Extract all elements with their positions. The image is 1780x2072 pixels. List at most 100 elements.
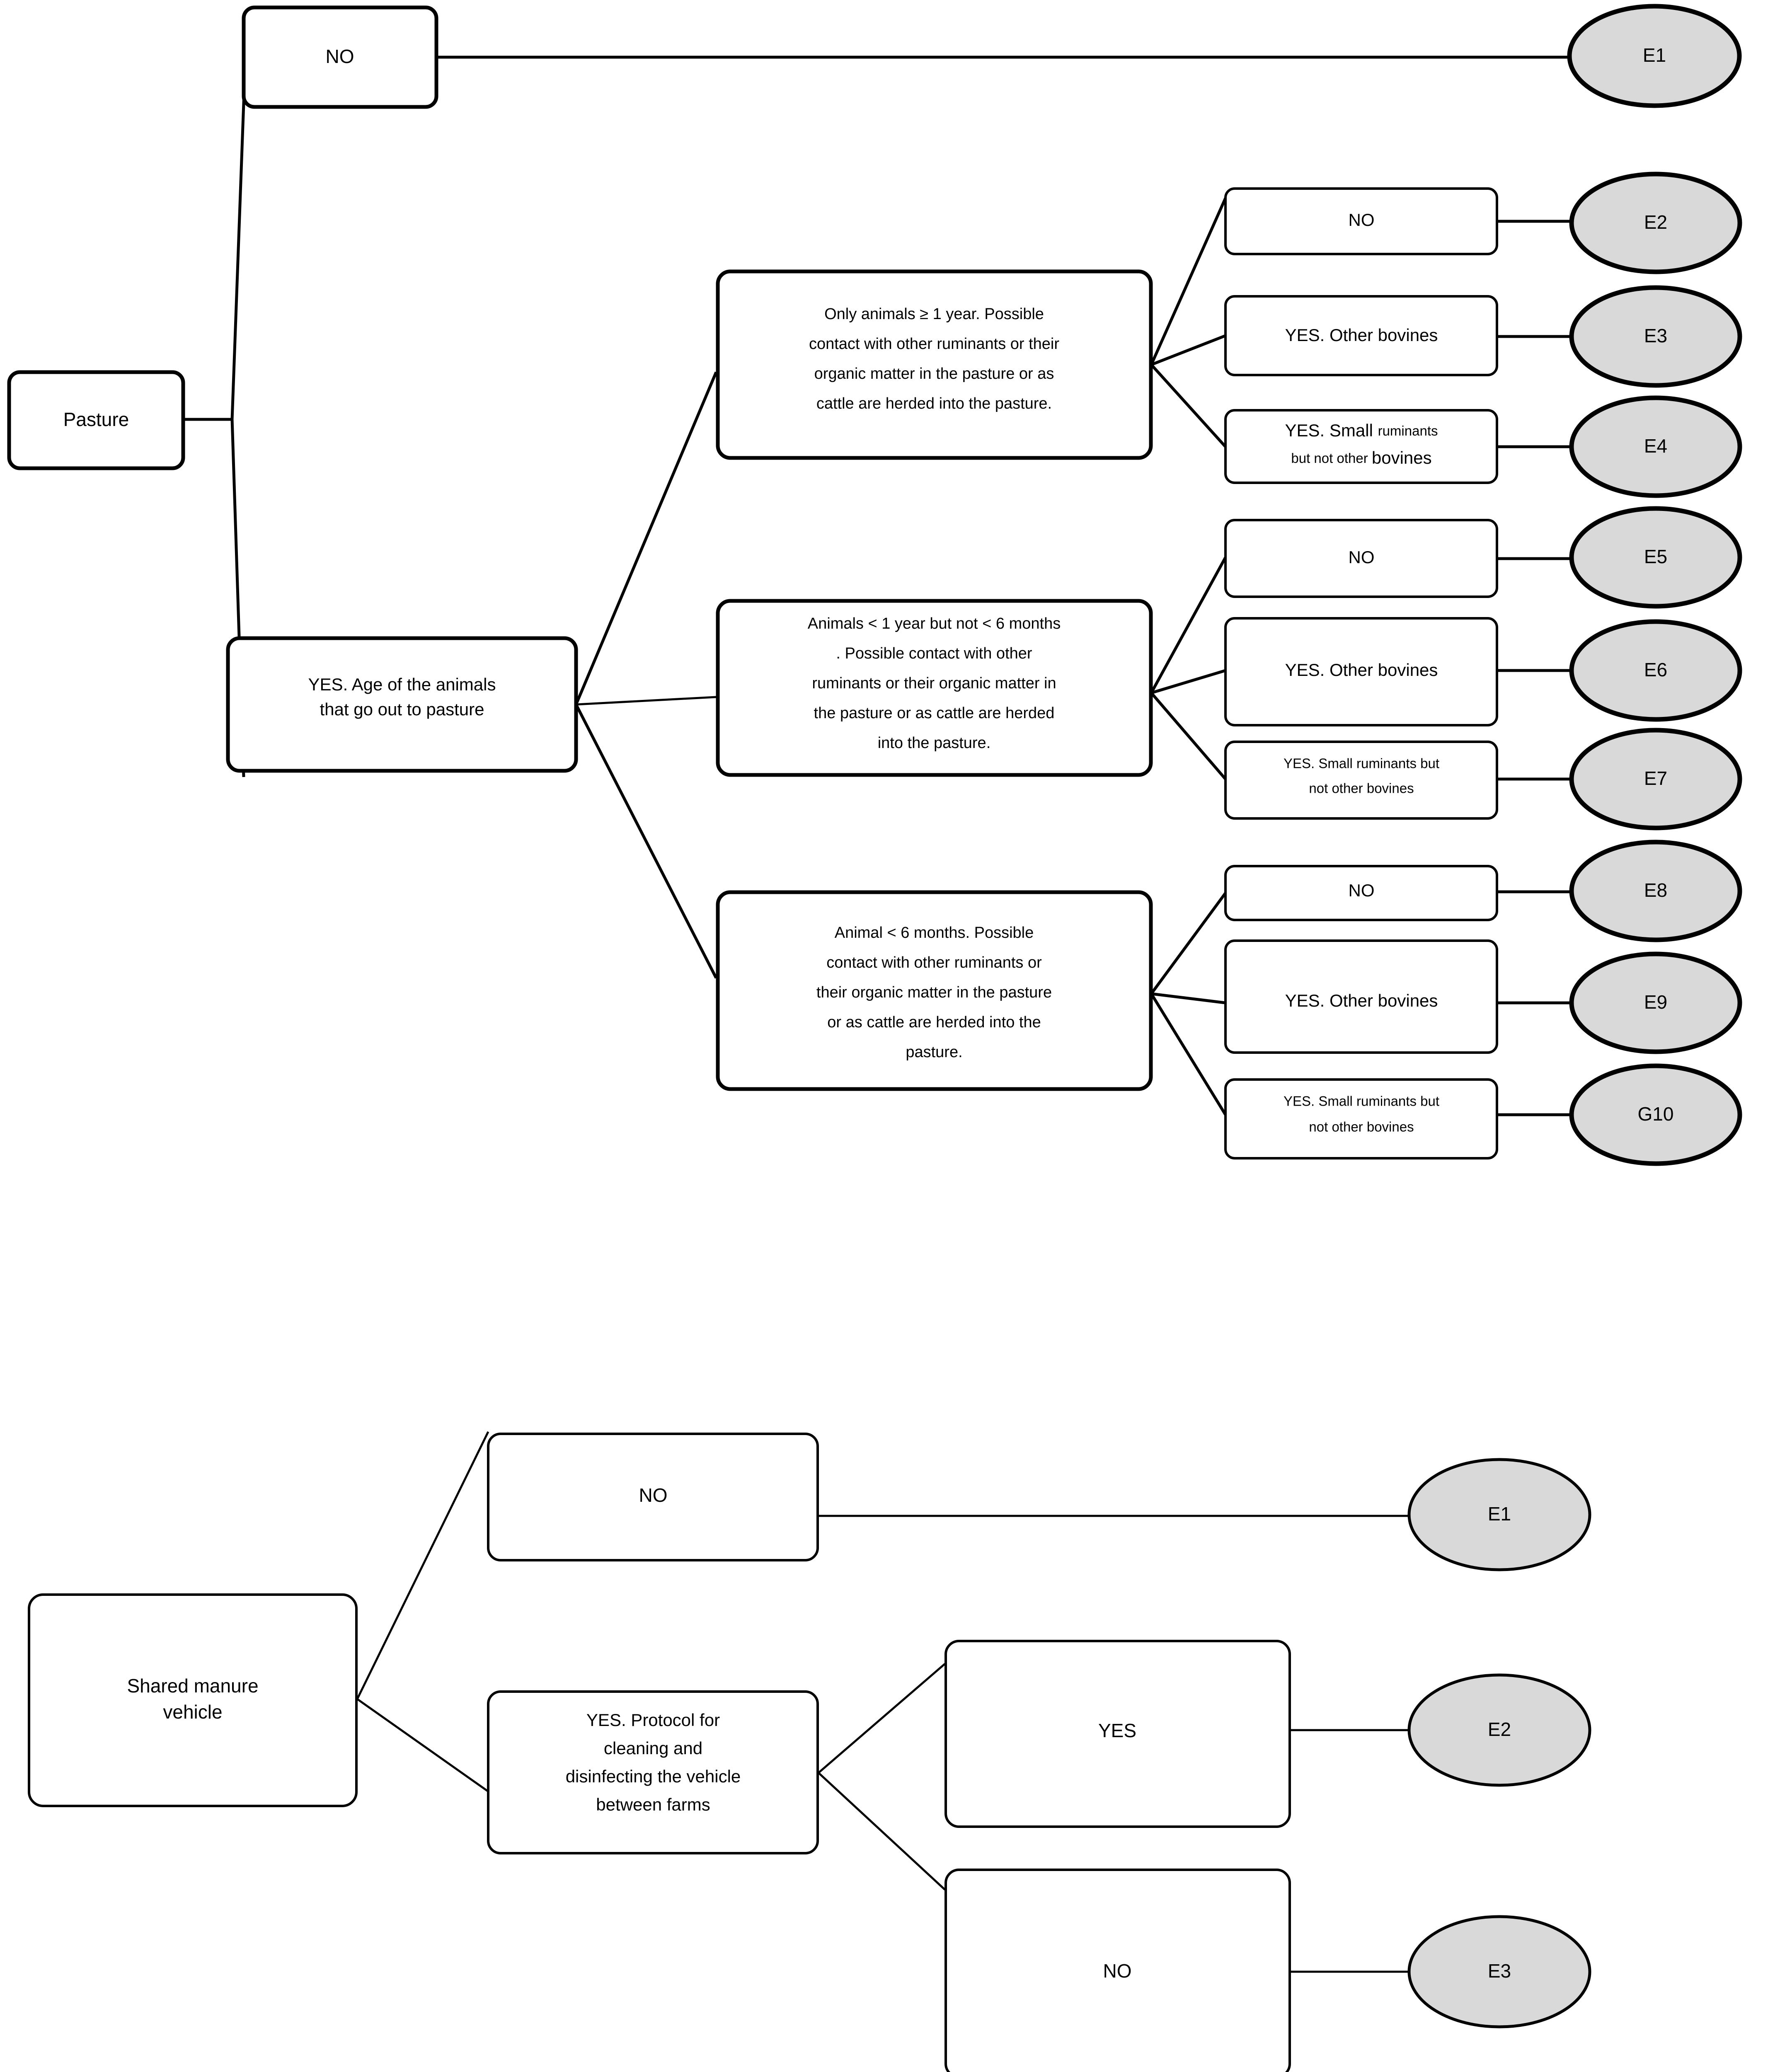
manure-sub-no-box[interactable]	[944, 1869, 1291, 2072]
node-age-lt6m[interactable]: Animal < 6 months. Possible contact with…	[716, 890, 1153, 1091]
age-ge1-box[interactable]	[716, 269, 1153, 460]
manure-yes-box[interactable]	[487, 1690, 819, 1854]
node-ans-3-bov[interactable]: YES. Other bovines	[1224, 939, 1498, 1054]
manure-e2-label: E2	[1488, 1719, 1511, 1740]
node-manure-sub-yes[interactable]: YES	[944, 1640, 1291, 1828]
e5-ellipse[interactable]	[1569, 506, 1742, 609]
e3-ellipse[interactable]	[1569, 285, 1742, 388]
edge-yes-to-age-lt6m	[574, 704, 718, 979]
manure-e2-ellipse[interactable]	[1407, 1673, 1591, 1787]
age-lt1-line-5: into the pasture.	[878, 734, 991, 752]
age-lt6m-line-3: their organic matter in the pasture	[816, 984, 1052, 1001]
edge-fork-no	[230, 58, 247, 420]
node-ans-1-bov[interactable]: YES. Other bovines	[1224, 295, 1498, 376]
ans-3-small-line-1: YES. Small ruminants but	[1284, 1094, 1439, 1109]
age-lt6m-line-2: contact with other ruminants or	[826, 954, 1042, 971]
edge-manure-to-no	[356, 1431, 489, 1700]
ans-3-no-label: NO	[1349, 881, 1375, 900]
e2-ellipse[interactable]	[1569, 172, 1742, 274]
manure-yes-line-4: between farms	[596, 1795, 710, 1814]
edge-lt6m-to-bov	[1151, 992, 1226, 1005]
outcome-e4[interactable]: E4	[1569, 395, 1742, 498]
node-ans-1-small[interactable]: YES. Small ruminants but not other bovin…	[1224, 409, 1498, 484]
age-lt1-line-4: the pasture or as cattle are herded	[814, 704, 1055, 722]
age-lt1-line-3: ruminants or their organic matter in	[812, 675, 1056, 692]
edge-yes-to-subno	[818, 1772, 946, 1890]
edge-yes-to-age-lt1	[576, 696, 717, 706]
age-lt6m-line-4: or as cattle are herded into the	[827, 1014, 1041, 1031]
manure-no-box[interactable]	[487, 1433, 819, 1561]
manure-section: Shared manure vehicle NO YES. Protocol f…	[28, 1431, 1591, 2072]
node-ans-3-small[interactable]: YES. Small ruminants but not other bovin…	[1224, 1078, 1498, 1159]
manure-root-line-2: vehicle	[163, 1701, 222, 1723]
pasture-yes-label-line2: that go out to pasture	[320, 700, 484, 719]
node-manure-root[interactable]: Shared manure vehicle	[28, 1593, 358, 1807]
node-ans-2-no[interactable]: NO	[1224, 519, 1498, 598]
e4-label: E4	[1644, 435, 1667, 457]
node-pasture-no[interactable]: NO	[242, 5, 438, 109]
edge-lt1-to-bov	[1150, 669, 1226, 695]
age-lt1-box[interactable]	[716, 599, 1153, 777]
age-lt6m-line-1: Animal < 6 months. Possible	[835, 924, 1034, 942]
ans-3-bov-box[interactable]	[1224, 939, 1498, 1054]
age-lt1-line-2: . Possible contact with other	[836, 645, 1032, 662]
outcome-e2[interactable]: E2	[1569, 172, 1742, 274]
outcome-e8[interactable]: E8	[1569, 840, 1742, 942]
node-manure-yes[interactable]: YES. Protocol for cleaning and disinfect…	[487, 1690, 819, 1854]
node-manure-no[interactable]: NO	[487, 1433, 819, 1561]
node-pasture-yes[interactable]: YES. Age of the animals that go out to p…	[226, 636, 578, 773]
ans-2-small-line-2: not other bovines	[1309, 781, 1414, 796]
outcome-e5[interactable]: E5	[1569, 506, 1742, 609]
e6-ellipse[interactable]	[1569, 619, 1742, 722]
pasture-yes-label-line1: YES. Age of the animals	[308, 675, 496, 694]
outcome-e7[interactable]: E7	[1569, 728, 1742, 830]
outcome-manure-e2[interactable]: E2	[1407, 1673, 1591, 1787]
outcome-g10[interactable]: G10	[1569, 1063, 1742, 1166]
pasture-section: Pasture NO YES. Age of the animals that …	[7, 4, 1742, 1166]
pasture-yes-fan-edges	[574, 371, 718, 979]
node-pasture-root[interactable]: Pasture	[7, 370, 185, 470]
ans-1-no-label: NO	[1349, 210, 1375, 230]
g10-ellipse[interactable]	[1569, 1063, 1742, 1166]
manure-e1-ellipse[interactable]	[1407, 1458, 1591, 1571]
manure-sub-yes-box[interactable]	[944, 1640, 1291, 1828]
manure-e1-label: E1	[1488, 1503, 1511, 1525]
node-ans-3-no[interactable]: NO	[1224, 865, 1498, 921]
e9-ellipse[interactable]	[1569, 951, 1742, 1054]
age-lt6m-box[interactable]	[716, 890, 1153, 1091]
node-ans-1-no[interactable]: NO	[1224, 187, 1498, 255]
outcome-manure-e3[interactable]: E3	[1407, 1915, 1591, 2028]
outcome-e3[interactable]: E3	[1569, 285, 1742, 388]
manure-yes-line-2: cleaning and	[604, 1738, 702, 1758]
manure-root-line-1: Shared manure	[127, 1675, 258, 1697]
e7-label: E7	[1644, 767, 1667, 789]
node-age-ge1[interactable]: Only animals ≥ 1 year. Possible contact …	[716, 269, 1153, 460]
pasture-root-box[interactable]	[7, 370, 185, 470]
age-lt1-fan-edges	[1150, 557, 1227, 780]
e4-ellipse[interactable]	[1569, 395, 1742, 498]
age-lt6m-line-5: pasture.	[906, 1043, 962, 1061]
ans-2-bov-label: YES. Other bovines	[1285, 660, 1438, 680]
manure-e3-ellipse[interactable]	[1407, 1915, 1591, 2028]
ans-1-small-line-1: YES. Small ruminants	[1285, 421, 1438, 440]
ans-3-small-box[interactable]	[1224, 1078, 1498, 1159]
e2-label: E2	[1644, 211, 1667, 233]
e6-label: E6	[1644, 659, 1667, 680]
e8-ellipse[interactable]	[1569, 840, 1742, 942]
node-age-lt1[interactable]: Animals < 1 year but not < 6 months . Po…	[716, 599, 1153, 777]
ans-2-small-box[interactable]	[1224, 741, 1498, 820]
outcome-e6[interactable]: E6	[1569, 619, 1742, 722]
e7-ellipse[interactable]	[1569, 728, 1742, 830]
manure-sub-yes-label: YES	[1098, 1720, 1136, 1741]
edge-yes-to-subyes	[818, 1663, 946, 1774]
outcome-manure-e1[interactable]: E1	[1407, 1458, 1591, 1571]
e1-ellipse[interactable]	[1567, 4, 1742, 108]
outcome-e9[interactable]: E9	[1569, 951, 1742, 1054]
manure-root-box[interactable]	[28, 1593, 358, 1807]
node-ans-2-small[interactable]: YES. Small ruminants but not other bovin…	[1224, 741, 1498, 820]
outcome-e1[interactable]: E1	[1567, 4, 1742, 108]
node-ans-2-bov[interactable]: YES. Other bovines	[1224, 617, 1498, 726]
edge-yes-to-age-ge1	[574, 371, 718, 705]
node-manure-sub-no[interactable]: NO	[944, 1869, 1291, 2072]
